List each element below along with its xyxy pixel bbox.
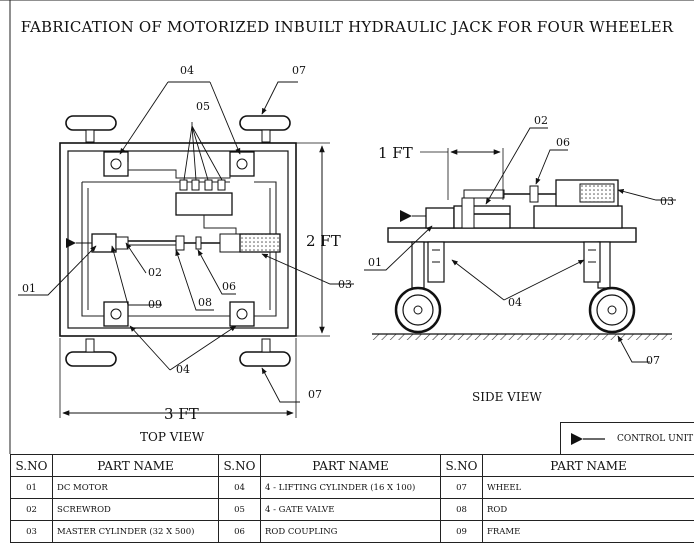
cell-part-name: ROD xyxy=(483,499,694,521)
dimension-3ft: 3 FT xyxy=(164,405,199,423)
label-side-03: 03 xyxy=(660,195,674,208)
label-top-05: 05 xyxy=(196,100,210,113)
label-top-03: 03 xyxy=(338,278,352,291)
label-top-08: 08 xyxy=(198,296,212,309)
label-side-01: 01 xyxy=(368,256,382,269)
label-side-04: 04 xyxy=(508,296,522,309)
cell-part-name: 4 - GATE VALVE xyxy=(261,499,441,521)
label-top-04-bottom: 04 xyxy=(176,363,190,376)
label-top-07: 07 xyxy=(292,64,306,77)
wheel-bottom-right xyxy=(240,339,290,366)
control-unit-legend: CONTROL UNIT xyxy=(560,422,694,454)
dimension-1ft: 1 FT xyxy=(378,144,413,162)
wheel-bottom-left xyxy=(66,339,116,366)
label-side-02: 02 xyxy=(534,114,548,127)
table-row: 03 MASTER CYLINDER (32 X 500) 06 ROD COU… xyxy=(11,521,694,543)
cell-part-name: DC MOTOR xyxy=(53,477,219,499)
cell-part-name: 4 - LIFTING CYLINDER (16 X 100) xyxy=(261,477,441,499)
control-unit-label: CONTROL UNIT xyxy=(617,434,693,444)
label-top-01: 01 xyxy=(22,282,36,295)
cell-part-name: MASTER CYLINDER (32 X 500) xyxy=(53,521,219,543)
header-part-name: PART NAME xyxy=(53,455,219,477)
side-view xyxy=(364,128,676,362)
cell-sno: 04 xyxy=(219,477,261,499)
table-row: 01 DC MOTOR 04 4 - LIFTING CYLINDER (16 … xyxy=(11,477,694,499)
cell-part-name: ROD COUPLING xyxy=(261,521,441,543)
header-part-name: PART NAME xyxy=(483,455,694,477)
cell-part-name: SCREWROD xyxy=(53,499,219,521)
label-side-06: 06 xyxy=(556,136,570,149)
cell-sno: 01 xyxy=(11,477,53,499)
wheel-top-left xyxy=(66,116,116,142)
label-top-04: 04 xyxy=(180,64,194,77)
cell-part-name: WHEEL xyxy=(483,477,694,499)
side-wheel-right xyxy=(590,288,634,332)
label-top-09: 09 xyxy=(148,298,162,311)
header-sno: S.NO xyxy=(11,455,53,477)
wheel-top-right xyxy=(240,116,290,142)
top-view-caption: TOP VIEW xyxy=(140,430,205,444)
table-header-row: S.NO PART NAME S.NO PART NAME S.NO PART … xyxy=(11,455,694,477)
cell-part-name: FRAME xyxy=(483,521,694,543)
label-top-02: 02 xyxy=(148,266,162,279)
cell-sno: 05 xyxy=(219,499,261,521)
label-side-07: 07 xyxy=(646,354,660,367)
header-sno: S.NO xyxy=(441,455,483,477)
label-top-07-bottom: 07 xyxy=(308,388,322,401)
cell-sno: 06 xyxy=(219,521,261,543)
cell-sno: 09 xyxy=(441,521,483,543)
cell-sno: 03 xyxy=(11,521,53,543)
side-view-caption: SIDE VIEW xyxy=(472,390,542,404)
technical-drawing: 04 07 05 2 FT 01 02 03 09 08 06 04 07 3 … xyxy=(0,0,694,454)
cell-sno: 08 xyxy=(441,499,483,521)
header-sno: S.NO xyxy=(219,455,261,477)
table-row: 02 SCREWROD 05 4 - GATE VALVE 08 ROD xyxy=(11,499,694,521)
cell-sno: 02 xyxy=(11,499,53,521)
parts-table: S.NO PART NAME S.NO PART NAME S.NO PART … xyxy=(10,454,694,543)
cell-sno: 07 xyxy=(441,477,483,499)
side-wheel-left xyxy=(396,288,440,332)
label-top-06: 06 xyxy=(222,280,236,293)
dimension-2ft: 2 FT xyxy=(306,232,341,250)
control-unit-arrow-icon xyxy=(569,431,609,447)
header-part-name: PART NAME xyxy=(261,455,441,477)
